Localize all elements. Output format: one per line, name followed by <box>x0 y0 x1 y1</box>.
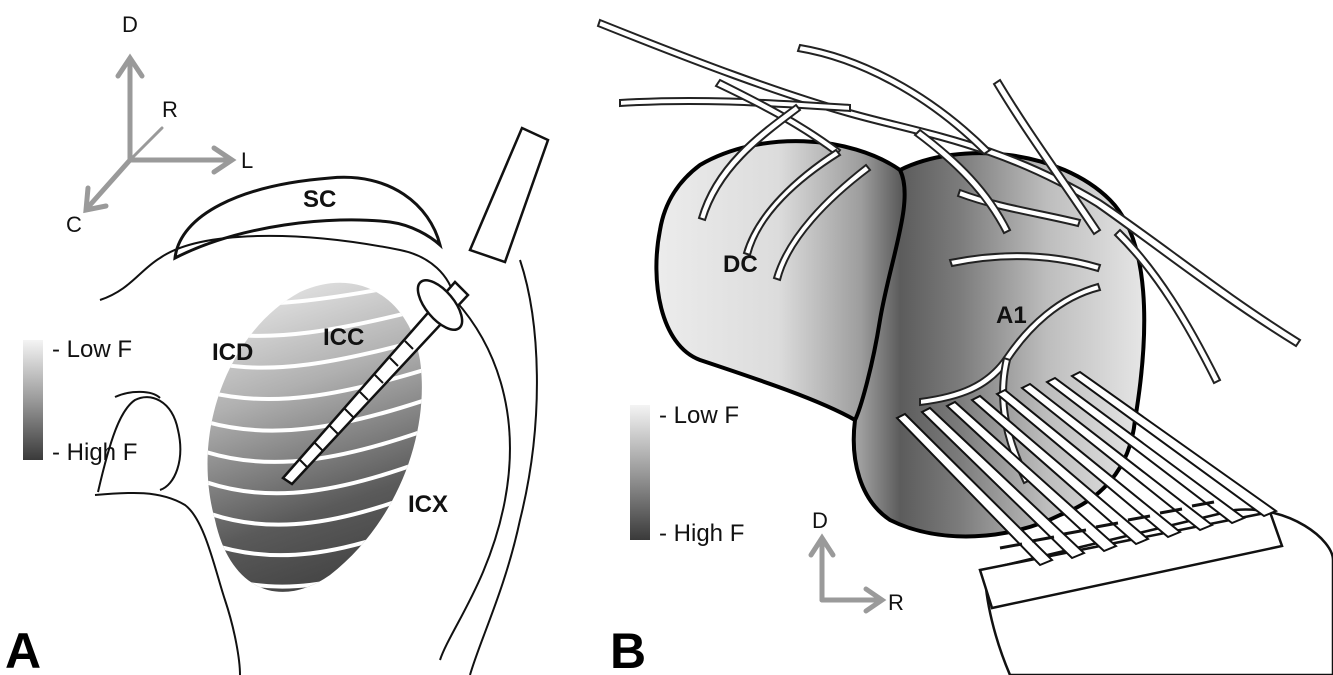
region-icd-label: ICD <box>212 339 253 366</box>
axis-a-dorsal-label: D <box>122 12 138 37</box>
legend-a-low-label: - Low F <box>52 336 132 363</box>
region-icx-label: ICX <box>408 491 448 518</box>
axis-a-rostral-label: R <box>162 97 178 122</box>
legend-a-gradient <box>23 340 43 460</box>
panel-a: D R L C SC <box>5 12 548 675</box>
axis-a-caudal-label: C <box>66 212 82 237</box>
axes-b-icon <box>811 538 882 611</box>
panel-b: DC A1 <box>598 20 1333 675</box>
legend-b-high-label: - High F <box>659 520 744 547</box>
axis-b-dorsal-label: D <box>812 508 828 533</box>
legend-b-gradient <box>630 405 650 540</box>
legend-b-low-label: - Low F <box>659 402 739 429</box>
axes-a-icon <box>86 58 232 210</box>
axis-b-rostral-label: R <box>888 590 904 615</box>
region-icc-label: ICC <box>323 324 364 351</box>
region-sc-label: SC <box>303 186 336 213</box>
panel-b-label: B <box>610 623 646 675</box>
region-dc-label: DC <box>723 251 758 278</box>
icc-tonotopy <box>180 260 440 620</box>
legend-a-high-label: - High F <box>52 439 137 466</box>
region-a1-label: A1 <box>996 302 1027 329</box>
axis-a-lateral-label: L <box>241 148 253 173</box>
panel-a-label: A <box>5 623 41 675</box>
